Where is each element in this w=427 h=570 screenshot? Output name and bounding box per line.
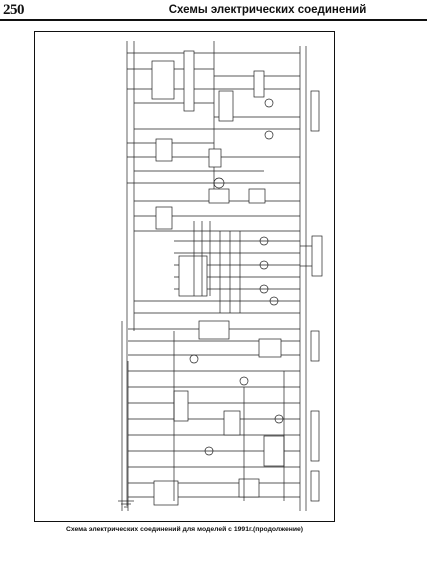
page-number: 250 (3, 2, 25, 18)
diagram-caption: Схема электрических соединений для модел… (65, 526, 304, 533)
ground-symbols (118, 500, 134, 508)
wiring-lines (121, 41, 323, 511)
header-rule (0, 19, 427, 21)
wiring-diagram (118, 41, 323, 511)
running-header: Схемы электрических соединений (168, 4, 367, 16)
diagram-frame (34, 31, 335, 522)
